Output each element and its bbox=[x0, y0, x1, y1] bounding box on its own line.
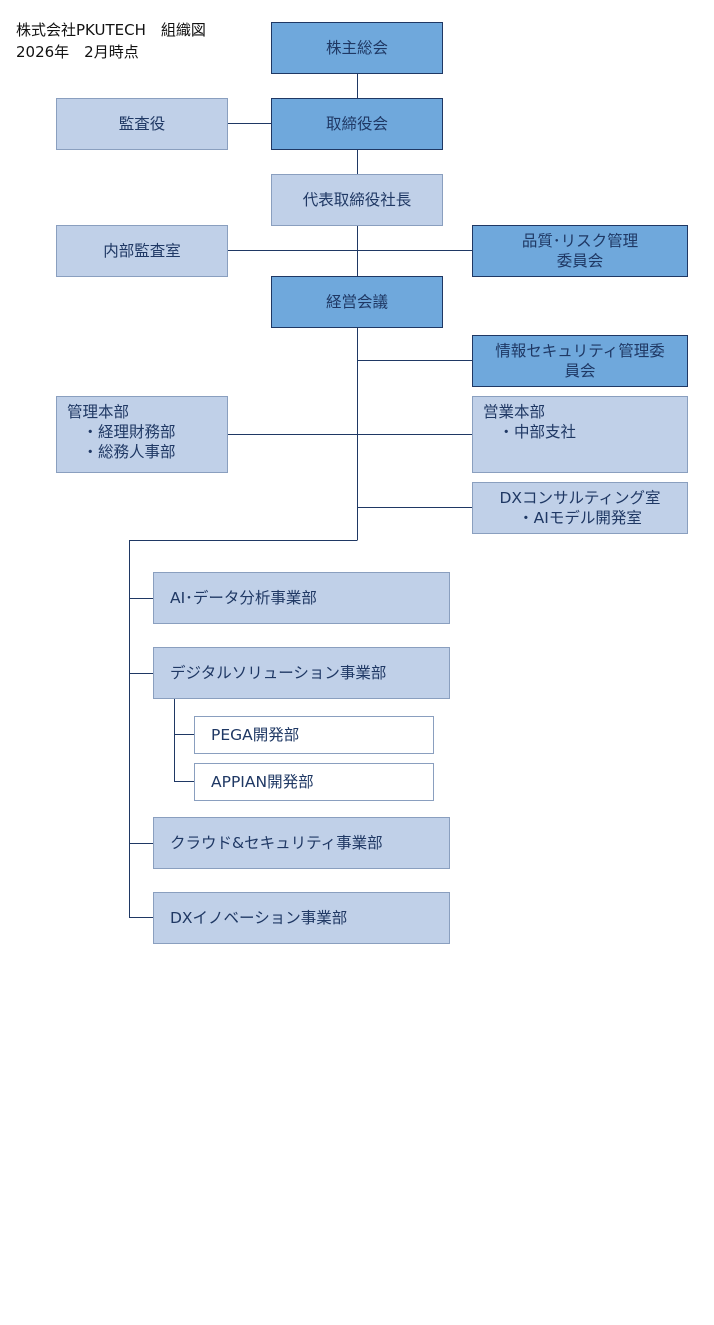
box-board: 取締役会 bbox=[271, 98, 443, 150]
box-digital-solution-division: デジタルソリューション事業部 bbox=[153, 647, 450, 699]
chart-header: 株式会社PKUTECH 組織図 2026年 2月時点 bbox=[16, 19, 206, 63]
box-management-meeting: 経営会議 bbox=[271, 276, 443, 328]
box-admin-hq: 管理本部 ・経理財務部 ・総務人事部 bbox=[56, 396, 228, 473]
box-shareholders: 株主総会 bbox=[271, 22, 443, 74]
box-dx-innovation-division: DXイノベーション事業部 bbox=[153, 892, 450, 944]
box-ai-data-division: AI･データ分析事業部 bbox=[153, 572, 450, 624]
box-infosec-committee: 情報セキュリティ管理委 員会 bbox=[472, 335, 688, 387]
box-sales-hq: 営業本部 ・中部支社 bbox=[472, 396, 688, 473]
box-cloud-security-division: クラウド&セキュリティ事業部 bbox=[153, 817, 450, 869]
box-internal-audit: 内部監査室 bbox=[56, 225, 228, 277]
box-auditor: 監査役 bbox=[56, 98, 228, 150]
box-quality-risk-committee: 品質･リスク管理 委員会 bbox=[472, 225, 688, 277]
box-pega-dept: PEGA開発部 bbox=[194, 716, 434, 754]
chart-title: 株式会社PKUTECH 組織図 bbox=[16, 21, 206, 39]
box-dx-consulting: DXコンサルティング室 ・AIモデル開発室 bbox=[472, 482, 688, 534]
box-president: 代表取締役社長 bbox=[271, 174, 443, 226]
box-appian-dept: APPIAN開発部 bbox=[194, 763, 434, 801]
chart-date: 2026年 2月時点 bbox=[16, 43, 139, 61]
